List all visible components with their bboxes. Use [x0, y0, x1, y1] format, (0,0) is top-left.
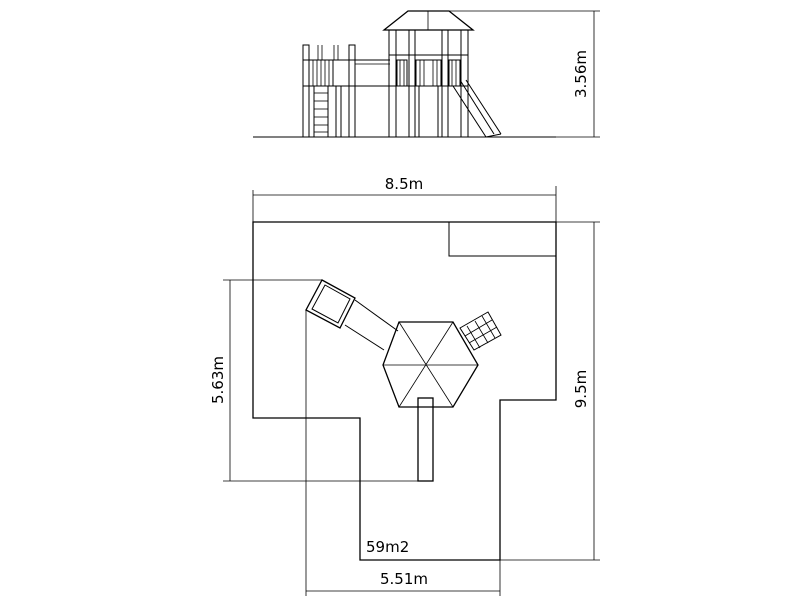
hex-tower: [382, 10, 475, 138]
left-tower: [302, 44, 356, 138]
width-bottom-label: 5.51m: [380, 570, 428, 588]
ladder: [313, 86, 329, 137]
elevation-view: 3.56m: [253, 10, 600, 138]
depth-left-label: 5.63m: [209, 356, 227, 404]
plan-tower-square: [305, 279, 356, 329]
tube-slide-front: [418, 85, 439, 138]
width-top-dimension: 8.5m: [252, 175, 557, 222]
safety-area-outline: [252, 221, 557, 561]
depth-left-dimension: 5.63m: [209, 279, 425, 482]
height-side-dimension: 9.5m: [500, 221, 600, 561]
height-label: 3.56m: [572, 50, 590, 98]
plan-view: 8.5m 9.5m 5.63m 5.51m 59m2: [209, 175, 600, 596]
side-slide: [452, 79, 502, 138]
height-dimension: 3.56m: [448, 10, 600, 138]
plan-tube-slide: [417, 397, 434, 482]
width-top-label: 8.5m: [385, 175, 423, 193]
width-bottom-dimension: 5.51m: [305, 310, 501, 596]
height-side-label: 9.5m: [572, 370, 590, 408]
area-notch: [448, 222, 556, 257]
area-label: 59m2: [366, 538, 409, 556]
bridge: [335, 59, 390, 138]
plan-hex-tower: [382, 321, 479, 408]
plan-left-tower: [305, 279, 399, 351]
hex-roof: [382, 10, 475, 31]
plan-ladder: [459, 311, 502, 351]
